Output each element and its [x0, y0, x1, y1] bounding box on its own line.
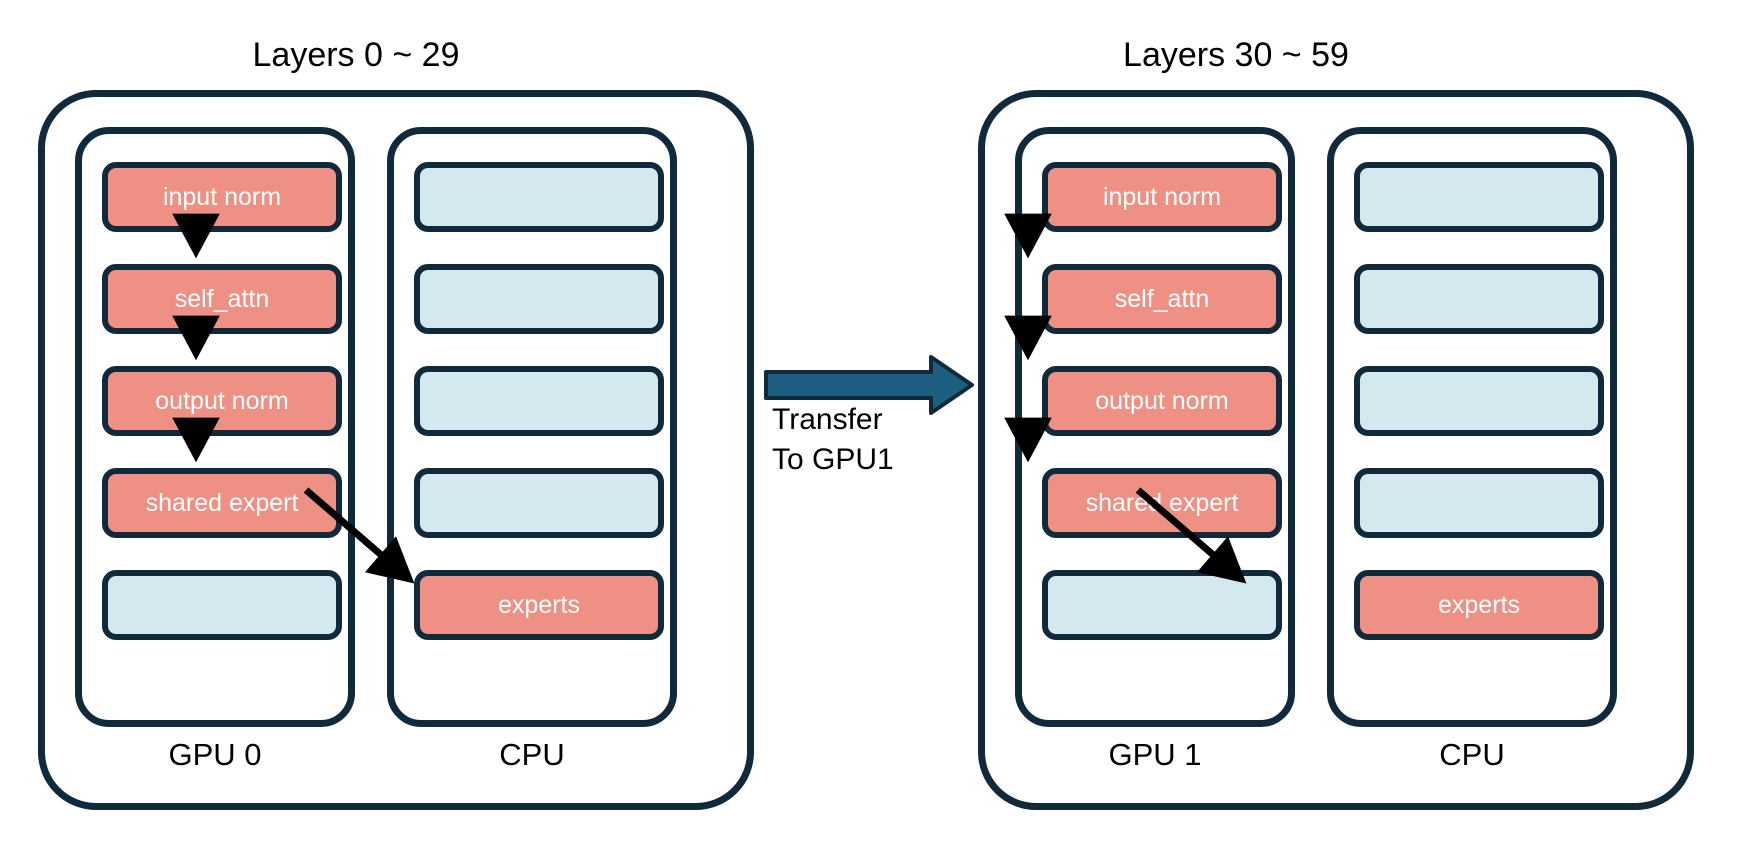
block-cpu-empty-4[interactable]: [414, 468, 664, 538]
block-experts[interactable]: experts: [1354, 570, 1604, 640]
block-cpu-empty-2[interactable]: [414, 264, 664, 334]
group-title-right: Layers 30 ~ 59: [1123, 36, 1349, 74]
cpu0-label: CPU: [499, 737, 565, 772]
cpu1-label: CPU: [1439, 737, 1505, 772]
block-cpu-empty-1[interactable]: [414, 162, 664, 232]
block-input-norm[interactable]: input norm: [1042, 162, 1282, 232]
block-cpu-empty-3[interactable]: [414, 366, 664, 436]
block-experts[interactable]: experts: [414, 570, 664, 640]
transfer-label-line1: Transfer: [772, 403, 883, 436]
block-cpu-empty-3[interactable]: [1354, 366, 1604, 436]
block-self-attn[interactable]: self_attn: [1042, 264, 1282, 334]
transfer-label-line2: To GPU1: [772, 443, 894, 476]
gpu0-label: GPU 0: [168, 737, 262, 772]
group-title-left: Layers 0 ~ 29: [252, 36, 460, 74]
cpu1-column: experts: [1327, 127, 1617, 727]
block-shared-expert[interactable]: shared expert: [102, 468, 342, 538]
block-gpu-empty[interactable]: [1042, 570, 1282, 640]
node-group-1: input norm self_attn output norm shared …: [978, 90, 1694, 810]
gpu1-column: input norm self_attn output norm shared …: [1015, 127, 1295, 727]
block-cpu-empty-2[interactable]: [1354, 264, 1604, 334]
block-gpu-empty[interactable]: [102, 570, 342, 640]
transfer-label: Transfer To GPU1: [772, 400, 932, 480]
block-cpu-empty-1[interactable]: [1354, 162, 1604, 232]
block-shared-expert[interactable]: shared expert: [1042, 468, 1282, 538]
block-output-norm[interactable]: output norm: [1042, 366, 1282, 436]
block-input-norm[interactable]: input norm: [102, 162, 342, 232]
cpu0-column: experts: [387, 127, 677, 727]
node-group-0: input norm self_attn output norm shared …: [38, 90, 754, 810]
block-self-attn[interactable]: self_attn: [102, 264, 342, 334]
block-cpu-empty-4[interactable]: [1354, 468, 1604, 538]
gpu0-column: input norm self_attn output norm shared …: [75, 127, 355, 727]
block-output-norm[interactable]: output norm: [102, 366, 342, 436]
gpu1-label: GPU 1: [1108, 737, 1202, 772]
